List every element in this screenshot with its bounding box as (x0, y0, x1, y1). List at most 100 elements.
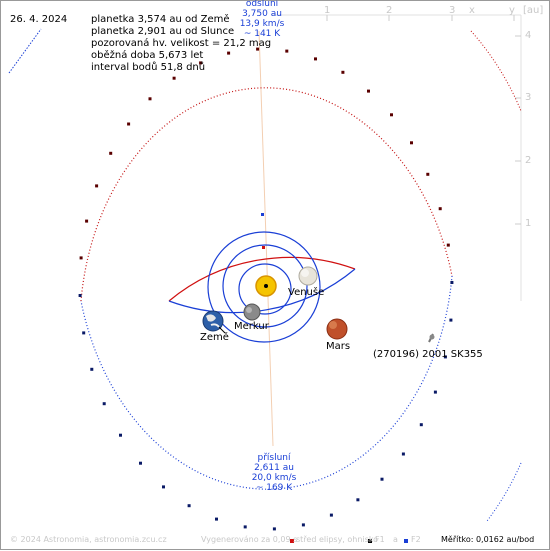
axes (271, 14, 522, 301)
venus-label: Venuše (288, 287, 325, 298)
generated-time-text: Vygenerováno za 0,09 s (201, 535, 298, 544)
earth-orbit (207, 231, 321, 343)
asteroid-position-point (199, 61, 203, 65)
legend-f2-marker (404, 539, 408, 543)
edge-orbit-fragment-br (486, 462, 522, 522)
legend-f2-text: F2 (411, 535, 421, 544)
info-line-magnitude: pozorovaná hv. velikost = 21,2 mag (91, 38, 272, 49)
asteroid-position-point (85, 219, 89, 223)
asteroid-position-point (443, 355, 447, 359)
asteroid-position-point (285, 49, 289, 53)
mercury-orbit (238, 263, 292, 315)
x-tick-label-1: 1 (324, 5, 331, 16)
mars-orbit (168, 256, 356, 302)
perihelion-label: přísluní 2,611 au 20,0 km/s ~ 169 K (239, 453, 309, 493)
edge-orbit-fragment-tr (470, 30, 522, 112)
mercury-icon (243, 303, 261, 321)
asteroid-position-point (187, 504, 191, 508)
asteroid-position-point (215, 517, 218, 521)
date-label: 26. 4. 2024 (10, 14, 68, 25)
asteroid-position-point (329, 513, 333, 517)
aphelion-speed: 13,9 km/s (239, 19, 285, 29)
asteroid-position-point (82, 331, 86, 335)
aphelion-label: odsluní 3,750 au 13,9 km/s ~ 141 K (227, 0, 297, 39)
asteroid-position-point (148, 97, 152, 101)
asteroid-position-point (438, 207, 442, 211)
sun-icon (255, 275, 277, 297)
asteroid-position-point (90, 367, 94, 371)
asteroid-position-point (367, 89, 370, 93)
legend-a-text: a (393, 535, 398, 544)
info-line-earth-distance: planetka 3,574 au od Země (91, 14, 230, 25)
y-tick-label-2: 2 (525, 155, 532, 166)
axis-x-label: x (469, 5, 475, 16)
edge-orbit-fragment-tl (8, 28, 42, 74)
asteroid-position-point (78, 294, 82, 297)
scale-text: Měřítko: 0,0162 au/bod (441, 535, 535, 544)
axis-y-label: y (509, 5, 515, 16)
asteroid-position-point (256, 47, 260, 51)
aphelion-temp: ~ 141 K (243, 29, 281, 39)
asteroid-position-point (227, 51, 231, 55)
asteroid-position-point (433, 390, 437, 394)
asteroid-position-point (95, 184, 99, 188)
asteroid-position-point (162, 485, 165, 489)
earth-label: Země (200, 332, 229, 343)
asteroid-position-point (314, 57, 317, 61)
aphelion-title: odsluní (245, 0, 279, 9)
y-tick-label-1: 1 (525, 218, 532, 229)
asteroid-position-point (301, 523, 305, 527)
asteroid-position-point (419, 423, 423, 427)
asteroid-position-point (341, 70, 345, 74)
asteroid-orbit-points (78, 47, 454, 531)
axis-unit-label: [au] (523, 5, 544, 16)
mars-label: Mars (326, 341, 351, 352)
y-tick-label-4: 4 (525, 30, 532, 41)
asteroid-position-point (109, 151, 113, 155)
orbit-center-blue (261, 213, 264, 216)
venus-orbit (222, 244, 308, 328)
asteroid-position-point (79, 256, 83, 260)
asteroid-label: (270196) 2001 SK355 (373, 349, 483, 360)
legend-f1-marker (368, 539, 372, 543)
perihelion-temp: ~ 169 K (255, 483, 293, 493)
asteroid-position-point (127, 122, 131, 126)
asteroid-position-point (243, 525, 247, 529)
perihelion-distance: 2,611 au (254, 463, 294, 473)
venus-icon (298, 266, 318, 286)
asteroid-position-point (390, 113, 393, 117)
perihelion-speed: 20,0 km/s (251, 473, 297, 483)
mars-icon (326, 318, 348, 340)
earth-icon (202, 310, 224, 332)
info-block: planetka 3,574 au od Země planetka 2,901… (91, 14, 271, 74)
asteroid-position-point (426, 172, 430, 176)
asteroid-position-point (450, 281, 454, 284)
asteroid-position-point (272, 527, 276, 531)
asteroid-position-point (356, 498, 360, 502)
legend-center-text: střed elipsy, ohnisko (296, 535, 379, 544)
asteroid-position-point (172, 76, 176, 80)
legend-center-marker (290, 539, 294, 543)
x-tick-label-3: 3 (449, 5, 456, 16)
asteroid-marker-icon (428, 333, 435, 343)
aphelion-distance: 3,750 au (242, 9, 282, 19)
legend-f1-text: F1 (375, 535, 385, 544)
info-line-sun-distance: planetka 2,901 au od Slunce (91, 26, 235, 37)
info-line-interval: interval bodů 51,8 dnů (91, 62, 206, 73)
planet-orbits (168, 231, 356, 343)
earth-pointer (218, 326, 226, 334)
y-tick-label-3: 3 (525, 92, 532, 103)
info-line-period: oběžná doba 5,673 let (91, 50, 204, 61)
copyright-text: © 2024 Astronomia, astronomia.zcu.cz (10, 535, 167, 544)
asteroid-position-point (449, 318, 453, 322)
asteroid-position-point (446, 243, 450, 247)
asteroid-orbit (78, 47, 454, 531)
asteroid-position-point (380, 477, 384, 481)
asteroid-position-point (401, 452, 405, 456)
asteroid-position-point (410, 141, 413, 145)
asteroid-position-point (119, 433, 122, 437)
mercury-label: Merkur (234, 321, 269, 332)
asteroid-position-point (102, 402, 106, 406)
